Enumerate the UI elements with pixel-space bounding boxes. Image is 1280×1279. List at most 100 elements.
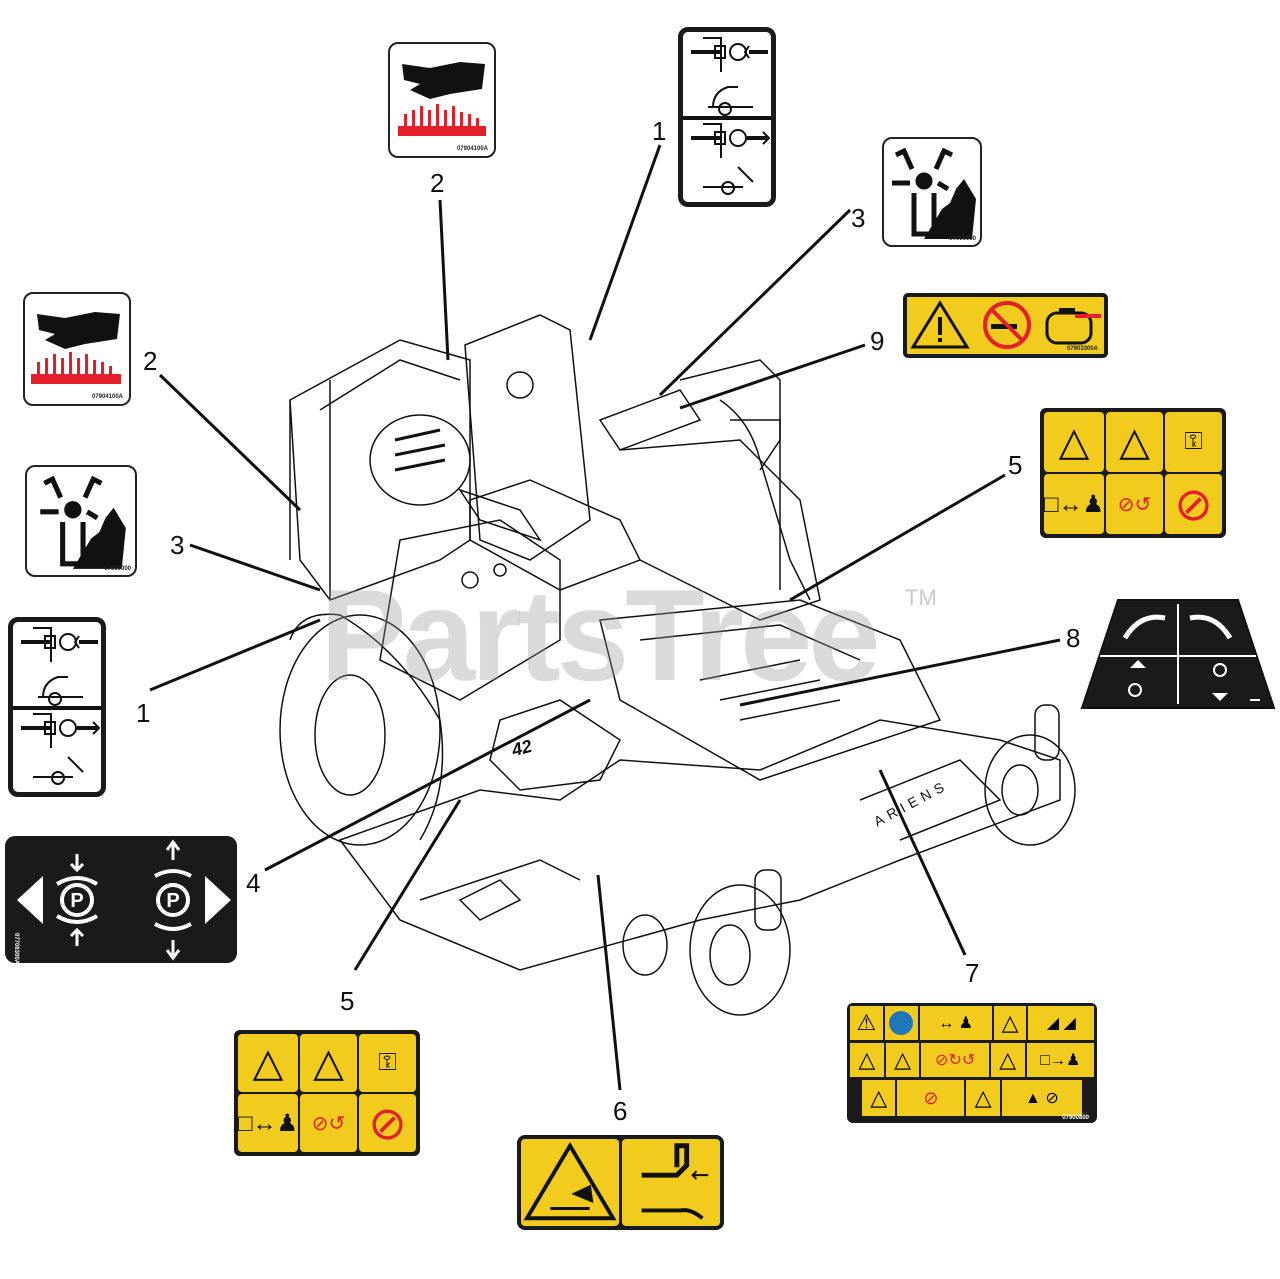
warning-triangle-icon (910, 300, 970, 349)
read-manual-icon (884, 1006, 918, 1040)
svg-text:P: P (70, 890, 83, 912)
keep-bystanders-away-icon: □↔♟ (238, 1094, 299, 1152)
slope-operation-icon: ↔ ♟ (919, 1006, 992, 1040)
rollover-warning-icon: △ (993, 1006, 1027, 1040)
callout-7: 7 (965, 958, 980, 988)
push-mower-icon (33, 756, 84, 778)
callout-9: 9 (870, 326, 885, 356)
decal-part-code: 07904100A (456, 146, 488, 152)
no-reverse-mowing-icon: ⊘↻↺ (921, 1043, 989, 1077)
no-passengers-icon: ⊘ (897, 1080, 965, 1116)
leader-3-left (189, 543, 321, 592)
neutral-icon (1128, 683, 1142, 697)
leader-7 (878, 769, 967, 956)
callout-2-left: 2 (143, 346, 158, 376)
parking-brake-decal-left (8, 617, 106, 797)
park-icon (156, 883, 190, 917)
leader-6 (596, 874, 622, 1091)
drop-off-warning-icon: △ (966, 1080, 1000, 1116)
callout-5-right: 5 (1008, 450, 1023, 480)
anti-scalp-roller (622, 914, 668, 976)
rollover-crush-icon: △ (850, 1043, 884, 1077)
turn-left-arrow-icon (1189, 614, 1233, 640)
hand-icon (402, 62, 485, 99)
push-mower-icon (703, 166, 754, 188)
leader-9 (679, 343, 866, 410)
operator-on-mower-icon (38, 676, 83, 698)
callout-1-top: 1 (652, 116, 667, 146)
mower-body (279, 314, 1076, 1016)
rops-icon: ▲ ⊘ (1001, 1080, 1082, 1116)
no-smoking-icon (983, 301, 1031, 349)
decal-part-code: 07900000 (949, 236, 976, 242)
decal-part-code: 07903300A (1066, 346, 1098, 352)
slope-rollover-icon: △ (862, 1080, 896, 1116)
heat-waves-icon (31, 352, 121, 384)
tip-over-icon: △ (885, 1043, 920, 1077)
hand-icon (924, 179, 976, 239)
leader-5-right (789, 473, 1006, 602)
callout-3-right: 3 (851, 203, 866, 233)
svg-text:P: P (166, 890, 179, 912)
callout-4: 4 (246, 868, 261, 898)
callout-6: 6 (613, 1096, 628, 1126)
leader-1-top (588, 144, 662, 341)
chute-position-icon (622, 1139, 720, 1226)
no-mowing-reverse-icon: ⊘↺ (1106, 474, 1163, 534)
no-step-icon: ⊘ (359, 1094, 416, 1152)
reverse-arrow-icon (1212, 693, 1228, 701)
foot-platform (599, 599, 942, 781)
heat-waves-icon (398, 104, 486, 136)
blade-hazard-warning-icon: △ (300, 1034, 357, 1092)
remove-key-icon: ⚿ (359, 1034, 416, 1092)
watermark: PartsTree (320, 562, 881, 708)
ariens-seat-logo (506, 371, 534, 399)
leader-5-bottom (353, 799, 462, 971)
blade-hazard-warning-icon: △ (1106, 412, 1163, 472)
right-arrow-icon (205, 876, 231, 924)
seat-back (464, 314, 591, 561)
leader-2-left (158, 373, 302, 512)
control-arm-right (598, 389, 702, 451)
rotating-blade-icon (40, 475, 103, 567)
steering-direction-decal (1080, 598, 1276, 712)
rear-wheel-hub (314, 674, 386, 796)
neutral-icon (1213, 663, 1227, 677)
leader-1-left (149, 618, 321, 692)
park-icon (60, 883, 94, 917)
hot-surface-decal-top: 07904100A (388, 42, 496, 158)
parking-brake-decal-top (678, 27, 776, 207)
callout-3-left: 3 (170, 530, 185, 560)
thrown-objects-warning-icon (521, 1139, 619, 1226)
front-caster-right (984, 734, 1076, 846)
bystander-distance-icon: □→♟ (1026, 1043, 1094, 1077)
thrown-objects-warning-icon: △ (238, 1034, 299, 1092)
decal-part-code: 07706300A (13, 933, 19, 965)
safety-warning-decal-bottom: △ △ ⚿ □↔♟ ⊘↺ ⊘ (234, 1030, 420, 1156)
callout-2-top: 2 (430, 168, 445, 198)
rear-frame (289, 339, 471, 601)
thrown-objects-warning-icon: △ (1044, 412, 1105, 472)
left-arrow-icon (17, 876, 43, 924)
watermark-trademark: TM (905, 585, 937, 610)
hot-surface-decal-left: 07904100A (23, 292, 131, 406)
parking-brake-lever-decal: P P 07706300A (5, 836, 237, 965)
operator-on-mower-icon (708, 86, 753, 108)
deck-belt-cover (489, 699, 621, 791)
remove-key-icon: ⚿ (1165, 412, 1222, 472)
turn-right-arrow-icon (1122, 614, 1166, 640)
mower-deck (338, 719, 1061, 971)
rotating-parts-decal-left: 07900000 (25, 465, 137, 577)
slope-angle-icon: ◢ ◢ (1028, 1006, 1095, 1040)
callout-1-left: 1 (136, 698, 151, 728)
control-arm-left (458, 488, 542, 542)
thrown-object-icon: △ (990, 1043, 1025, 1077)
control-console (379, 519, 561, 701)
no-mowing-reverse-icon: ⊘↺ (300, 1094, 357, 1152)
operator-safety-decal: ⚠ ↔ ♟ △ ◢ ◢ △ △ ⊘↻↺ △ □→♟ △ ⊘ △ ▲ ⊘ 0790… (847, 1003, 1097, 1123)
forward-arrow-icon (1130, 660, 1146, 668)
callout-5-bottom: 5 (340, 986, 355, 1016)
leader-4 (264, 698, 591, 872)
discharge-chute-decal (517, 1135, 724, 1230)
